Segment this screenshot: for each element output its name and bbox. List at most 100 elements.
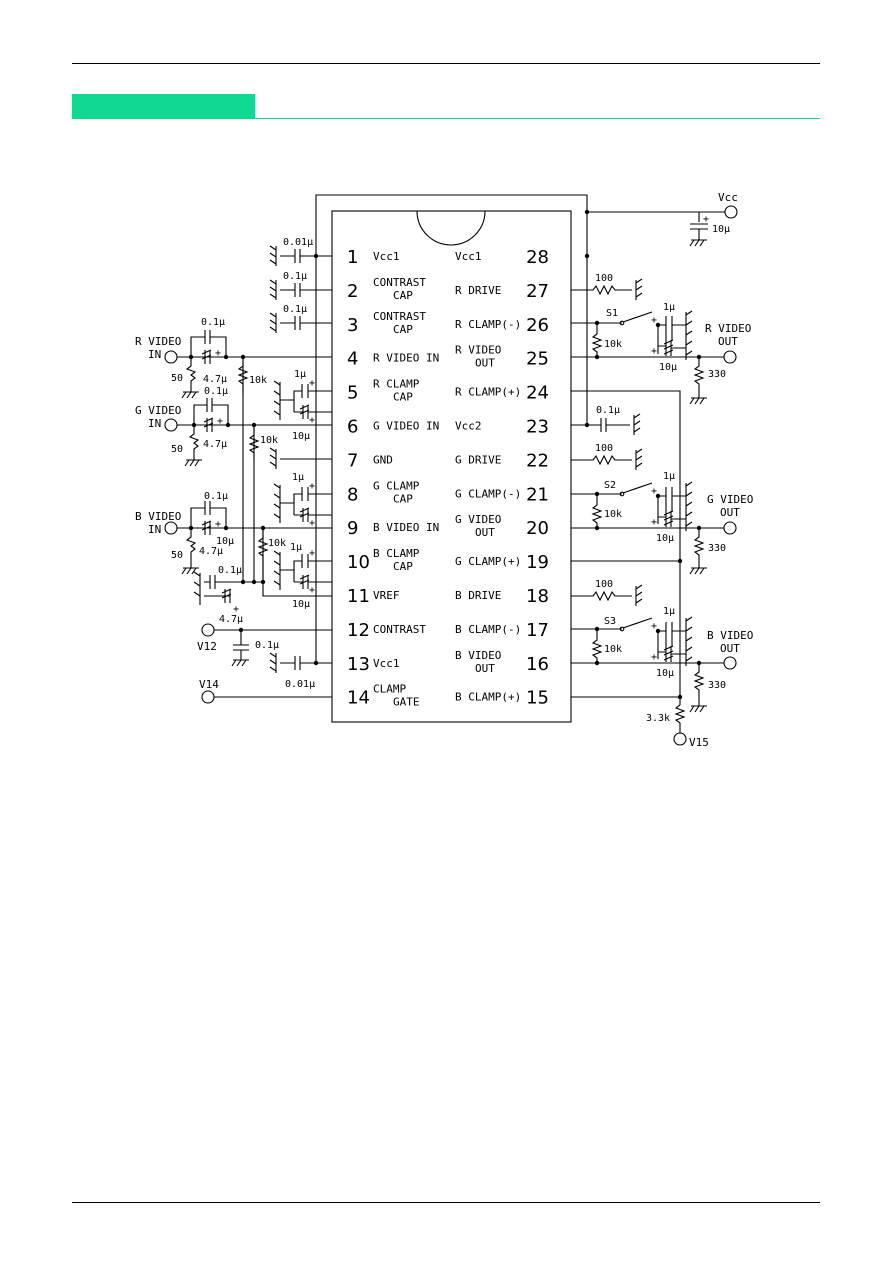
svg-text:+: +	[651, 621, 657, 632]
svg-text:R VIDEO: R VIDEO	[705, 322, 751, 335]
svg-text:S2: S2	[604, 480, 616, 491]
vref-network: 10k 10k 10k 0.1μ 4.7μ +	[193, 357, 332, 625]
pin-label-left: GATE	[393, 696, 420, 709]
r-channel-output: 100 10k S1 + 1μ + 10μ R VIDEO OUT 330	[571, 273, 751, 697]
svg-text:1μ: 1μ	[663, 471, 675, 482]
pin-label-right: R VIDEO	[455, 344, 501, 357]
pin-label-right: G VIDEO	[455, 513, 501, 526]
svg-text:B VIDEO: B VIDEO	[135, 510, 181, 523]
svg-text:OUT: OUT	[720, 506, 740, 519]
pin-label-left: G VIDEO IN	[373, 420, 439, 433]
svg-text:10k: 10k	[604, 509, 622, 520]
pin-label-left: VREF	[373, 589, 400, 602]
pin-label-left: CAP	[393, 323, 413, 336]
svg-text:330: 330	[708, 680, 726, 691]
vcc-cap-ground	[689, 239, 707, 247]
pin-number-left: 5	[347, 383, 358, 404]
g-video-input: G VIDEO IN 50 0.1μ + 4.7μ	[135, 386, 332, 467]
svg-text:IN: IN	[148, 523, 161, 536]
clamp-caps: 1μ + + 10μ 1μ + + 1μ + + 10μ	[273, 369, 332, 610]
pin-number-right: 26	[526, 315, 549, 336]
svg-text:+: +	[309, 481, 315, 492]
pin-number-left: 4	[347, 349, 358, 370]
vcc-bus-wire	[315, 194, 588, 256]
r-video-input: R VIDEO IN 50 0.1μ + 4.7μ	[135, 317, 332, 399]
pin-label-right: OUT	[475, 526, 495, 539]
pin-number-left: 12	[347, 620, 370, 641]
svg-text:50: 50	[171, 550, 183, 561]
pin-number-left: 11	[347, 586, 370, 607]
pin-label-right: R CLAMP(+)	[455, 386, 521, 399]
svg-text:+: +	[215, 348, 221, 359]
b-video-input: B VIDEO IN 50 0.1μ + 10μ 4.7μ	[135, 491, 332, 575]
section-heading-bar	[72, 94, 255, 119]
svg-text:+: +	[233, 604, 239, 615]
svg-text:+: +	[651, 315, 657, 326]
svg-text:10μ: 10μ	[216, 536, 234, 547]
pin-label-right: OUT	[475, 662, 495, 675]
vcc-label: Vcc	[718, 191, 738, 204]
svg-text:50: 50	[171, 444, 183, 455]
pin-number-left: 13	[347, 654, 370, 675]
svg-text:1μ: 1μ	[294, 369, 306, 380]
svg-text:S3: S3	[604, 616, 616, 627]
pin-number-left: 9	[347, 518, 358, 539]
ic-notch	[416, 210, 486, 246]
pin-label-left: CONTRAST	[373, 310, 426, 323]
svg-text:1μ: 1μ	[663, 606, 675, 617]
vcc-decoupling-cap	[690, 212, 708, 240]
svg-text:100: 100	[595, 273, 613, 284]
vcc-cap-plus: +	[703, 214, 709, 225]
pin-label-right: B DRIVE	[455, 589, 501, 602]
pin-label-left: R VIDEO IN	[373, 352, 439, 365]
b-channel-output: 100 10k S3 + 1μ + 10μ B VIDEO OUT 330 3.…	[571, 579, 753, 749]
svg-text:R VIDEO: R VIDEO	[135, 335, 181, 348]
svg-text:0.1μ: 0.1μ	[218, 565, 242, 576]
pin-label-right: B CLAMP(+)	[455, 691, 521, 704]
pin-label-right: G CLAMP(-)	[455, 487, 521, 500]
pin-label-left: CAP	[393, 391, 413, 404]
pin23-cap	[571, 418, 630, 432]
section-heading-underline	[255, 118, 820, 119]
svg-text:0.1μ: 0.1μ	[204, 386, 228, 397]
pin-number-left: 7	[347, 450, 358, 471]
pin-number-left: 6	[347, 417, 358, 438]
pin23-cap-ground	[633, 413, 641, 435]
footer-rule	[72, 1202, 820, 1203]
ic-body	[331, 210, 572, 723]
pin-label-right: Vcc1	[455, 250, 482, 263]
svg-text:G VIDEO: G VIDEO	[135, 404, 181, 417]
svg-text:10μ: 10μ	[656, 668, 674, 679]
pin23-cap-value: 0.1μ	[596, 405, 620, 416]
pin-number-left: 14	[347, 688, 370, 709]
pin-label-left: CONTRAST	[373, 623, 426, 636]
pin-label-right: B CLAMP(-)	[455, 623, 521, 636]
svg-text:10k: 10k	[604, 644, 622, 655]
pin-label-left: CLAMP	[373, 683, 406, 696]
svg-text:1μ: 1μ	[292, 472, 304, 483]
svg-text:10μ: 10μ	[656, 533, 674, 544]
pin-label-right: B VIDEO	[455, 649, 501, 662]
pin-number-right: 21	[526, 484, 549, 505]
svg-text:0.1μ: 0.1μ	[283, 304, 307, 315]
svg-text:B VIDEO: B VIDEO	[707, 629, 753, 642]
pin-number-right: 16	[526, 654, 549, 675]
svg-text:330: 330	[708, 543, 726, 554]
svg-text:+: +	[217, 416, 223, 427]
svg-text:+: +	[309, 585, 315, 596]
svg-text:100: 100	[595, 443, 613, 454]
pin-number-right: 24	[526, 383, 549, 404]
vcc-junction	[584, 209, 590, 215]
pin-label-left: CAP	[393, 492, 413, 505]
pin-number-right: 19	[526, 552, 549, 573]
g-channel-output: 100 10k S2 + 1μ + 10μ G VIDEO OUT 330	[571, 443, 753, 575]
pin-number-right: 15	[526, 688, 549, 709]
pin-label-left: B VIDEO IN	[373, 521, 439, 534]
svg-text:S1: S1	[606, 308, 618, 319]
svg-text:0.1μ: 0.1μ	[255, 640, 279, 651]
pin-number-right: 27	[526, 281, 549, 302]
pin-label-left: CONTRAST	[373, 276, 426, 289]
svg-text:3.3k: 3.3k	[646, 713, 670, 724]
svg-text:10k: 10k	[249, 375, 267, 386]
